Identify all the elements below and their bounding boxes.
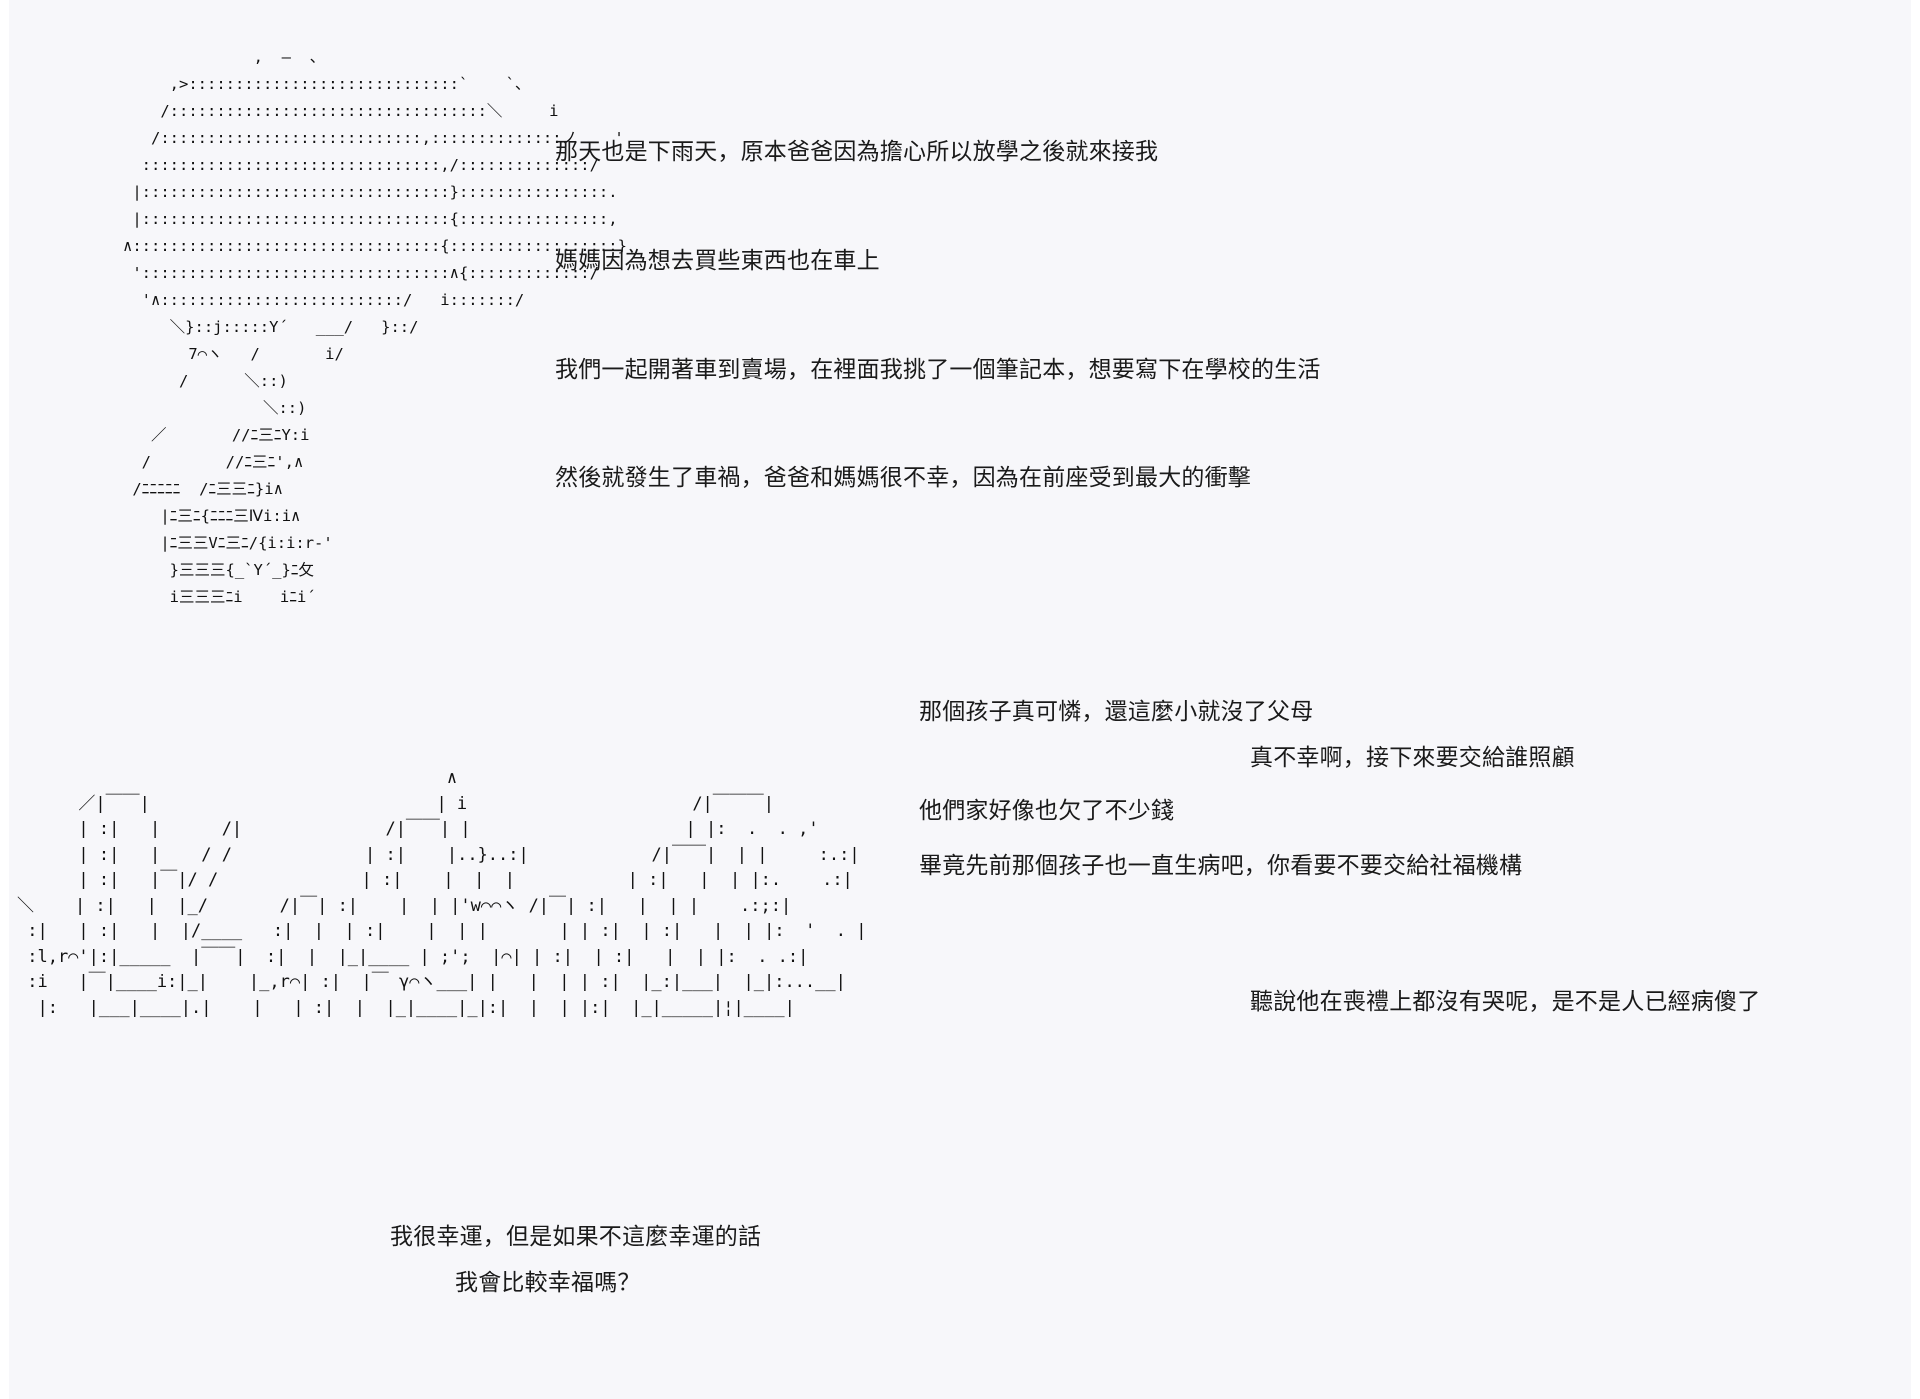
narration-line-2: 媽媽因為想去買些東西也在車上 [555, 248, 880, 274]
closing-line-2: 我會比較幸福嗎？ [455, 1270, 641, 1296]
closing-line-1: 我很幸運，但是如果不這麼幸運的話 [390, 1224, 762, 1250]
narration-line-3: 我們一起開著車到賣場，在裡面我挑了一個筆記本，想要寫下在學校的生活 [555, 357, 1321, 383]
gossip-line-1: 那個孩子真可憐，還這麼小就沒了父母 [919, 699, 1314, 725]
gossip-line-4: 畢竟先前那個孩子也一直生病吧，你看要不要交給社福機構 [919, 853, 1523, 879]
city-skyline-ascii-art: ∧ ／|￣￣| | i /|￣￣￣| | :| | /| /|￣￣| | | |… [17, 768, 867, 1018]
narration-line-1: 那天也是下雨天，原本爸爸因為擔心所以放學之後就來接我 [555, 139, 1159, 165]
gossip-line-5: 聽說他在喪禮上都沒有哭呢，是不是人已經病傻了 [1250, 989, 1761, 1015]
narration-line-4: 然後就發生了車禍，爸爸和媽媽很不幸，因為在前座受到最大的衝擊 [555, 465, 1251, 491]
gossip-line-3: 他們家好像也欠了不少錢 [919, 798, 1175, 824]
girl-ascii-art: , ― 、 ,>:::::::::::::::::::::::::::::` `… [122, 48, 627, 606]
gossip-line-2: 真不幸啊，接下來要交給誰照顧 [1250, 745, 1575, 771]
page-canvas: , ― 、 ,>:::::::::::::::::::::::::::::` `… [9, 0, 1911, 1399]
